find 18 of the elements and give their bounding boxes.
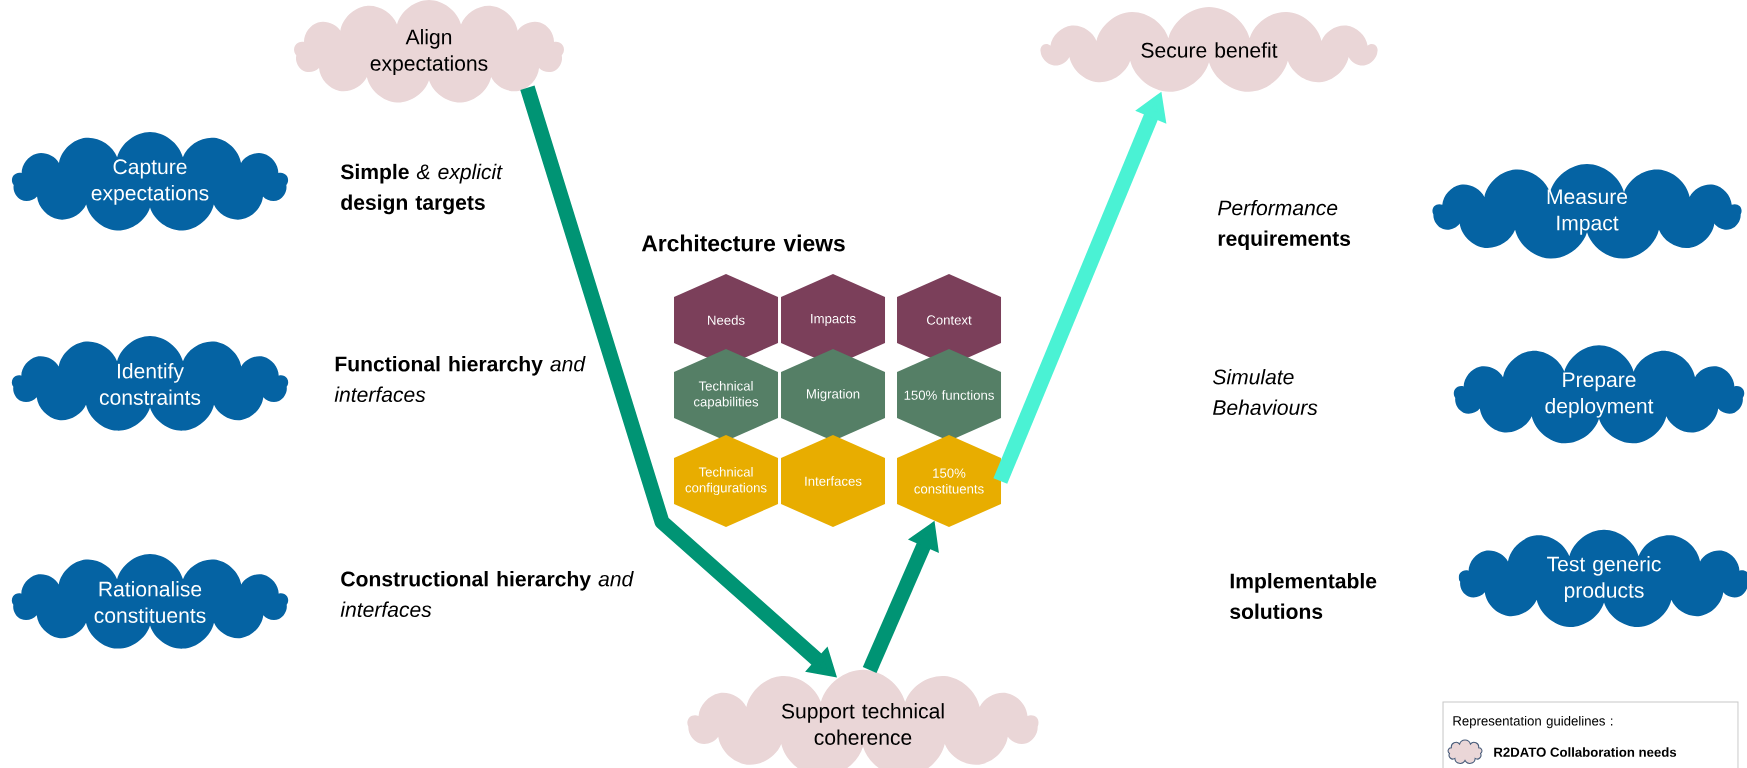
annotation-text: Simulate Behaviours [1212,369,1318,415]
hexagon: 150% constituents [897,435,1001,527]
heading: Architecture views [641,234,845,252]
hexagon: Technical capabilities [674,349,778,441]
annotation-text: Constructional hierarchy and interfaces [340,571,634,617]
annotation-text: Functional hierarchy and interfaces [334,356,586,402]
hexagon: Migration [781,349,885,441]
hexagon: Interfaces [781,435,885,527]
hexagon: 150% functions [897,349,1001,441]
hexagon: Needs [674,274,778,366]
legend-text: R2DATO Collaboration needs [1494,747,1677,757]
hexagon: Context [897,274,1001,366]
hexagon: Impacts [781,274,885,366]
annotation-text: Simple & explicit design targets [340,163,503,215]
annotation-text: Performance requirements [1218,199,1351,251]
annotation-text: Implementable solutions [1230,573,1377,619]
legend-title: Representation guidelines : [1453,715,1613,729]
hexagon: Technical configurations [674,435,778,527]
